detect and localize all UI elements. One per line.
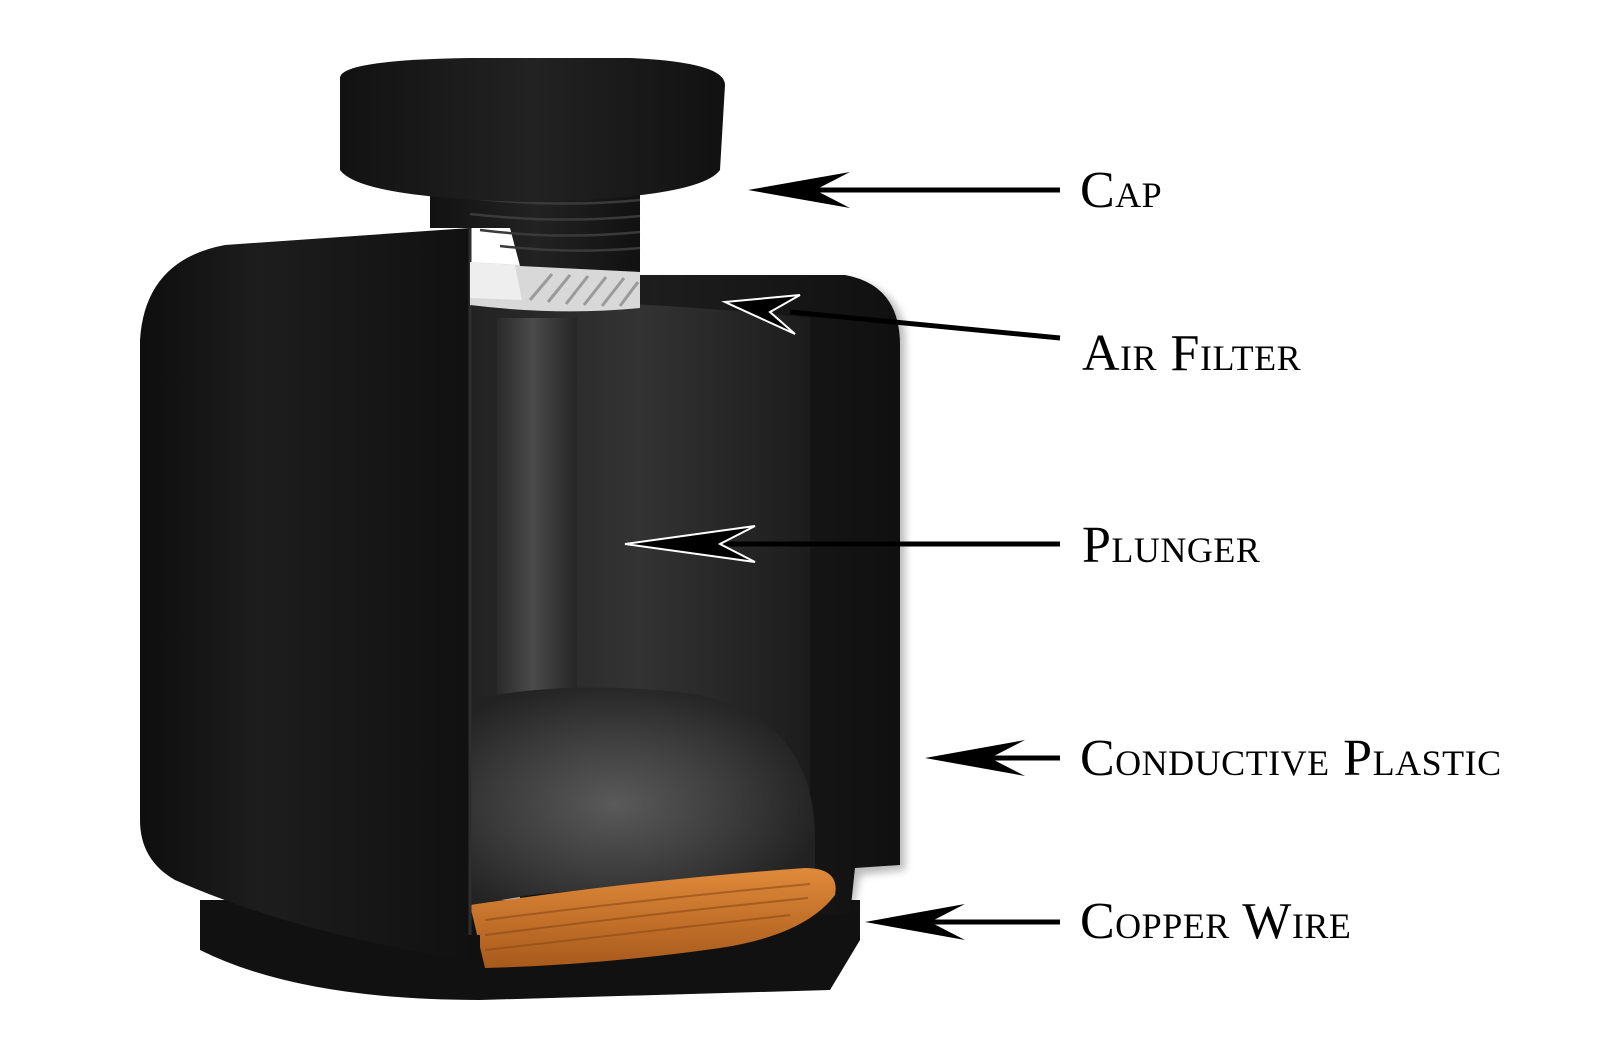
copper-wire-stripes (484, 883, 811, 951)
arrow-plunger (624, 525, 1060, 563)
plunger-dome (470, 687, 815, 900)
air-filter-hatch (528, 273, 640, 307)
label-air-filter: Air Filter (1082, 325, 1302, 382)
arrow-copper-wire (865, 904, 1060, 940)
leader-arrows (624, 172, 1061, 940)
plunger-rod (497, 318, 577, 708)
arrow-conductive-plastic (925, 740, 1060, 776)
copper-wire (470, 868, 836, 968)
cap-threads (469, 196, 641, 252)
label-copper-wire: Copper Wire (1080, 893, 1352, 950)
arrow-air-filter (721, 294, 1061, 341)
cap-top (340, 58, 725, 202)
air-filter-inner (470, 262, 522, 300)
arrow-cap (748, 172, 1060, 208)
label-cap: Cap (1080, 162, 1163, 219)
label-conductive-plastic: Conductive Plastic (1080, 730, 1502, 787)
body-left-half (140, 228, 480, 960)
label-plunger: Plunger (1082, 517, 1261, 574)
